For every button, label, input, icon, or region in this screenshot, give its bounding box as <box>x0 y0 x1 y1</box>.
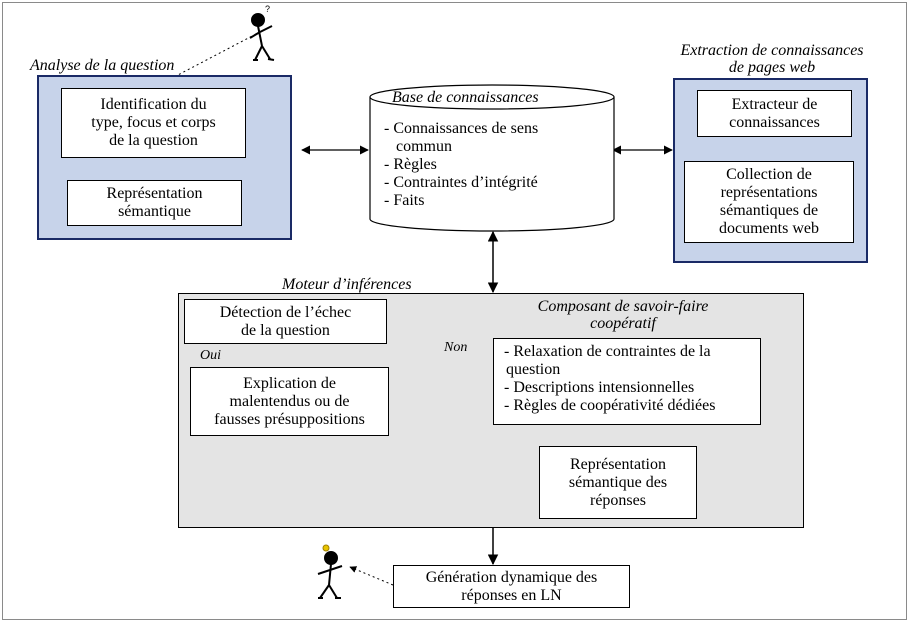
base-item: - Faits <box>384 192 425 209</box>
representation-reponses-line: sémantique des <box>568 473 668 491</box>
dotted-generation-user <box>349 566 394 586</box>
representation-line: Représentation <box>106 185 203 202</box>
explication-line: Explication de <box>243 374 336 392</box>
extracteur-box: Extracteur de connaissances <box>697 90 852 137</box>
identification-box: Identification du type, focus et corps d… <box>61 88 246 158</box>
collection-line: Collection de <box>726 166 812 183</box>
base-item: - Contraintes d’intégrité <box>384 174 538 191</box>
extracteur-line: connaissances <box>729 113 820 131</box>
detection-line: de la question <box>241 321 330 339</box>
explication-line: fausses présuppositions <box>214 410 365 428</box>
extraction-title-line: de pages web <box>728 59 816 76</box>
collection-line: sémantiques de <box>719 202 819 219</box>
extracteur-line: Extracteur de <box>731 95 818 113</box>
explication-box: Explication de malentendus ou de fausses… <box>190 367 389 436</box>
extraction-title-line: Extraction de connaissances <box>680 42 864 59</box>
base-item: commun <box>396 138 452 155</box>
representation-line: sémantique <box>118 203 191 220</box>
base-item: - Connaissances de sens <box>384 120 539 137</box>
extraction-title: Extraction de connaissances de pages web <box>652 42 892 76</box>
base-item: - Règles <box>384 156 437 173</box>
collection-line: représentations <box>720 184 818 201</box>
detection-box: Détection de l’échec de la question <box>184 299 387 344</box>
identification-line: type, focus et corps <box>91 114 216 131</box>
representation-reponses-line: Représentation <box>570 455 666 473</box>
collection-box: Collection de représentations sémantique… <box>684 161 854 243</box>
composant-title: Composant de savoir-faire coopératif <box>518 298 728 332</box>
analyse-title: Analyse de la question <box>30 57 175 74</box>
collection-line: documents web <box>719 220 819 237</box>
svg-text:?: ? <box>265 4 270 14</box>
composant-item: - Règles de coopérativité dédiées <box>504 397 716 414</box>
oui-label: Oui <box>200 348 221 363</box>
dotted-user-analyse <box>175 33 257 77</box>
representation-reponses-box: Représentation sémantique des réponses <box>539 446 697 519</box>
representation-box: Représentation sémantique <box>67 180 242 226</box>
non-label: Non <box>444 340 468 355</box>
base-title: Base de connaissances <box>392 89 539 106</box>
detection-line: Détection de l’échec <box>219 303 352 321</box>
composant-item: - Relaxation de contraintes de la <box>504 343 711 360</box>
user-figure-bottom-icon <box>317 544 343 599</box>
composant-item: question <box>506 361 561 378</box>
identification-line: Identification du <box>100 96 207 113</box>
generation-line: réponses en LN <box>461 586 562 604</box>
generation-line: Génération dynamique des <box>425 568 598 586</box>
composant-box: - Relaxation de contraintes de la questi… <box>493 338 761 425</box>
moteur-title: Moteur d’inférences <box>282 276 412 293</box>
user-figure-top-icon: ? <box>249 4 275 61</box>
generation-box: Génération dynamique des réponses en LN <box>393 565 630 608</box>
identification-line: de la question <box>109 132 198 149</box>
knowledge-base-cylinder <box>369 84 615 232</box>
explication-line: malentendus ou de <box>229 392 350 410</box>
composant-item: - Descriptions intensionnelles <box>504 379 695 396</box>
composant-title-line: Composant de savoir-faire <box>537 298 709 315</box>
composant-title-line: coopératif <box>590 315 656 332</box>
representation-reponses-line: réponses <box>590 491 646 509</box>
base-items: - Connaissances de sens commun - Règles … <box>384 120 614 210</box>
